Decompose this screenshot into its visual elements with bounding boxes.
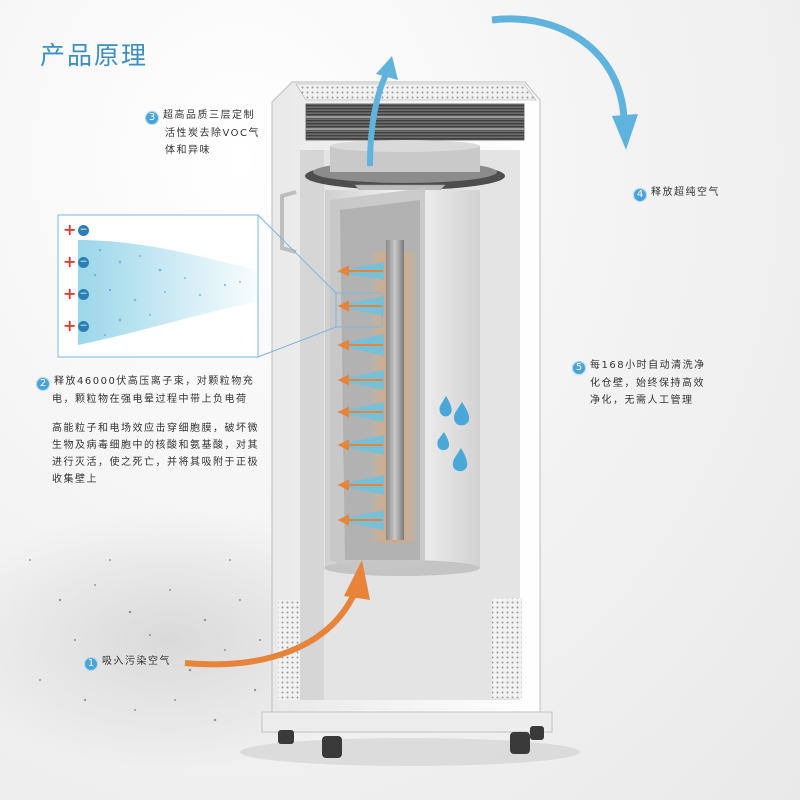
step-3-carbon-filter: 3 超高品质三层定制 活性炭去除VOC气 体和异味	[145, 107, 305, 159]
minus-icon: −	[78, 225, 89, 236]
zoom-connector-bottom	[257, 326, 337, 358]
ion-spray	[78, 240, 258, 345]
minus-icon: −	[78, 321, 89, 332]
arrow-curve-down-icon	[491, 15, 628, 119]
step-2-detail-line-4: 收集壁上	[52, 474, 98, 485]
step-5-self-cleaning: 5 每168小时自动清洗净 化仓壁，始终保持高效 净化，无需人工管理	[572, 357, 722, 409]
water-drop-icon	[437, 396, 470, 472]
step-3-line-1: 超高品质三层定制	[163, 110, 255, 121]
plus-icon: +	[63, 252, 77, 271]
step-3-line-3: 体和异味	[165, 145, 211, 156]
zoom-connector-top	[257, 214, 337, 294]
ion-zoom-inset	[57, 214, 259, 358]
step-2-line-1: 释放46000伏高压离子束，对颗粒物充	[54, 376, 255, 387]
step-5-line-2: 化仓壁，始终保持高效	[590, 378, 705, 389]
minus-icon: −	[78, 289, 89, 300]
step-5-line-3: 净化，无需人工管理	[590, 395, 694, 406]
ionizer-rod	[386, 240, 404, 540]
zoom-focus-box	[335, 292, 383, 328]
step-3-line-2: 活性炭去除VOC气	[165, 128, 261, 139]
step-2-detail-line-2: 生物及病毒细胞中的核酸和氨基酸，对其	[52, 440, 259, 451]
step-4-clean-air: 4 释放超纯空气	[633, 184, 773, 202]
step-1-line-1: 吸入污染空气	[102, 656, 171, 667]
right-vent-grille	[492, 598, 522, 698]
step-2-ionization: 2 释放46000伏高压离子束，对颗粒物充 电，颗粒物在强电晕过程中带上负电荷 高…	[36, 373, 282, 488]
page-title: 产品原理	[40, 41, 149, 70]
arrow-curve-up-icon	[184, 588, 359, 668]
plus-icon: +	[63, 220, 77, 239]
step-2-detail: 高能粒子和电场效应击穿细胞膜，破坏微 生物及病毒细胞中的核酸和氨基酸，对其 进行…	[36, 420, 282, 488]
ion-dots	[93, 248, 241, 336]
step-4-line-1: 释放超纯空气	[651, 187, 720, 198]
interior-left-wall	[300, 150, 324, 700]
side-handle	[280, 190, 297, 254]
wheel-icon	[278, 726, 544, 758]
step-2-detail-line-3: 进行灭活，使之死亡，并将其吸附于正极	[52, 457, 259, 468]
step-2-detail-line-1: 高能粒子和电场效应击穿细胞膜，破坏微	[52, 423, 259, 434]
step-number-badge: 1	[84, 657, 98, 671]
base-platform	[261, 711, 553, 733]
top-mesh	[295, 83, 537, 101]
minus-icon: −	[78, 257, 89, 268]
carbon-filter	[305, 103, 525, 141]
plus-icon: +	[63, 316, 77, 335]
step-1-intake: 1 吸入污染空气	[84, 653, 204, 671]
plus-icon: +	[63, 284, 77, 303]
ion-arrows	[337, 265, 383, 526]
step-number-badge: 3	[145, 111, 159, 125]
step-2-line-2: 电，颗粒物在强电晕过程中带上负电荷	[52, 394, 248, 405]
step-number-badge: 4	[633, 188, 647, 202]
step-5-line-1: 每168小时自动清洗净	[590, 360, 706, 371]
step-number-badge: 2	[36, 377, 50, 391]
step-number-badge: 5	[572, 361, 586, 375]
